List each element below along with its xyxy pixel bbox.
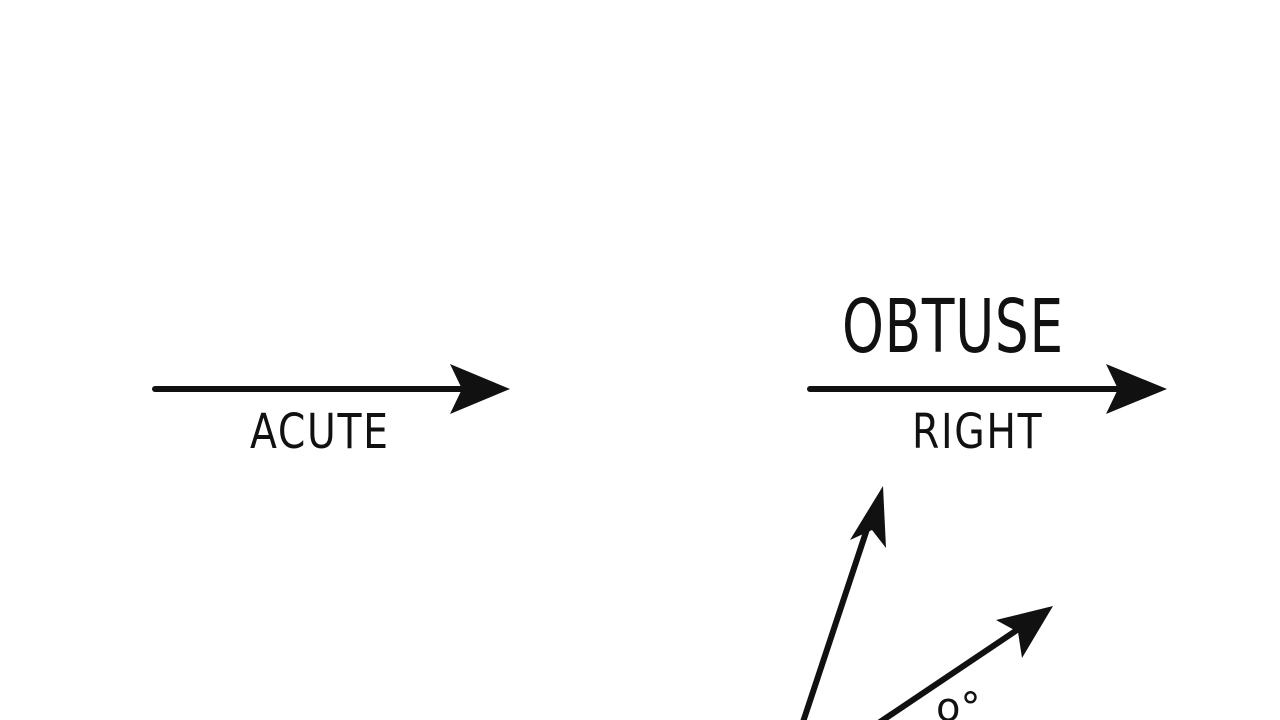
shallow-ray-shaft	[877, 625, 1023, 720]
obtuse-label: OBTUSE	[842, 284, 1064, 370]
acute-label: ACUTE	[250, 404, 390, 460]
acute-arrow	[152, 364, 510, 414]
right-arrow	[807, 364, 1167, 414]
shallow-ray-arrow	[877, 606, 1053, 720]
degree-partial-label: o°	[936, 685, 981, 720]
steep-ray-arrowhead	[850, 486, 886, 548]
acute-arrowhead	[450, 364, 510, 414]
shallow-ray-arrowhead	[996, 606, 1053, 658]
right-label: RIGHT	[912, 404, 1044, 460]
steep-ray-arrow	[800, 486, 886, 720]
steep-ray-shaft	[800, 517, 873, 720]
right-arrowhead	[1106, 364, 1167, 414]
